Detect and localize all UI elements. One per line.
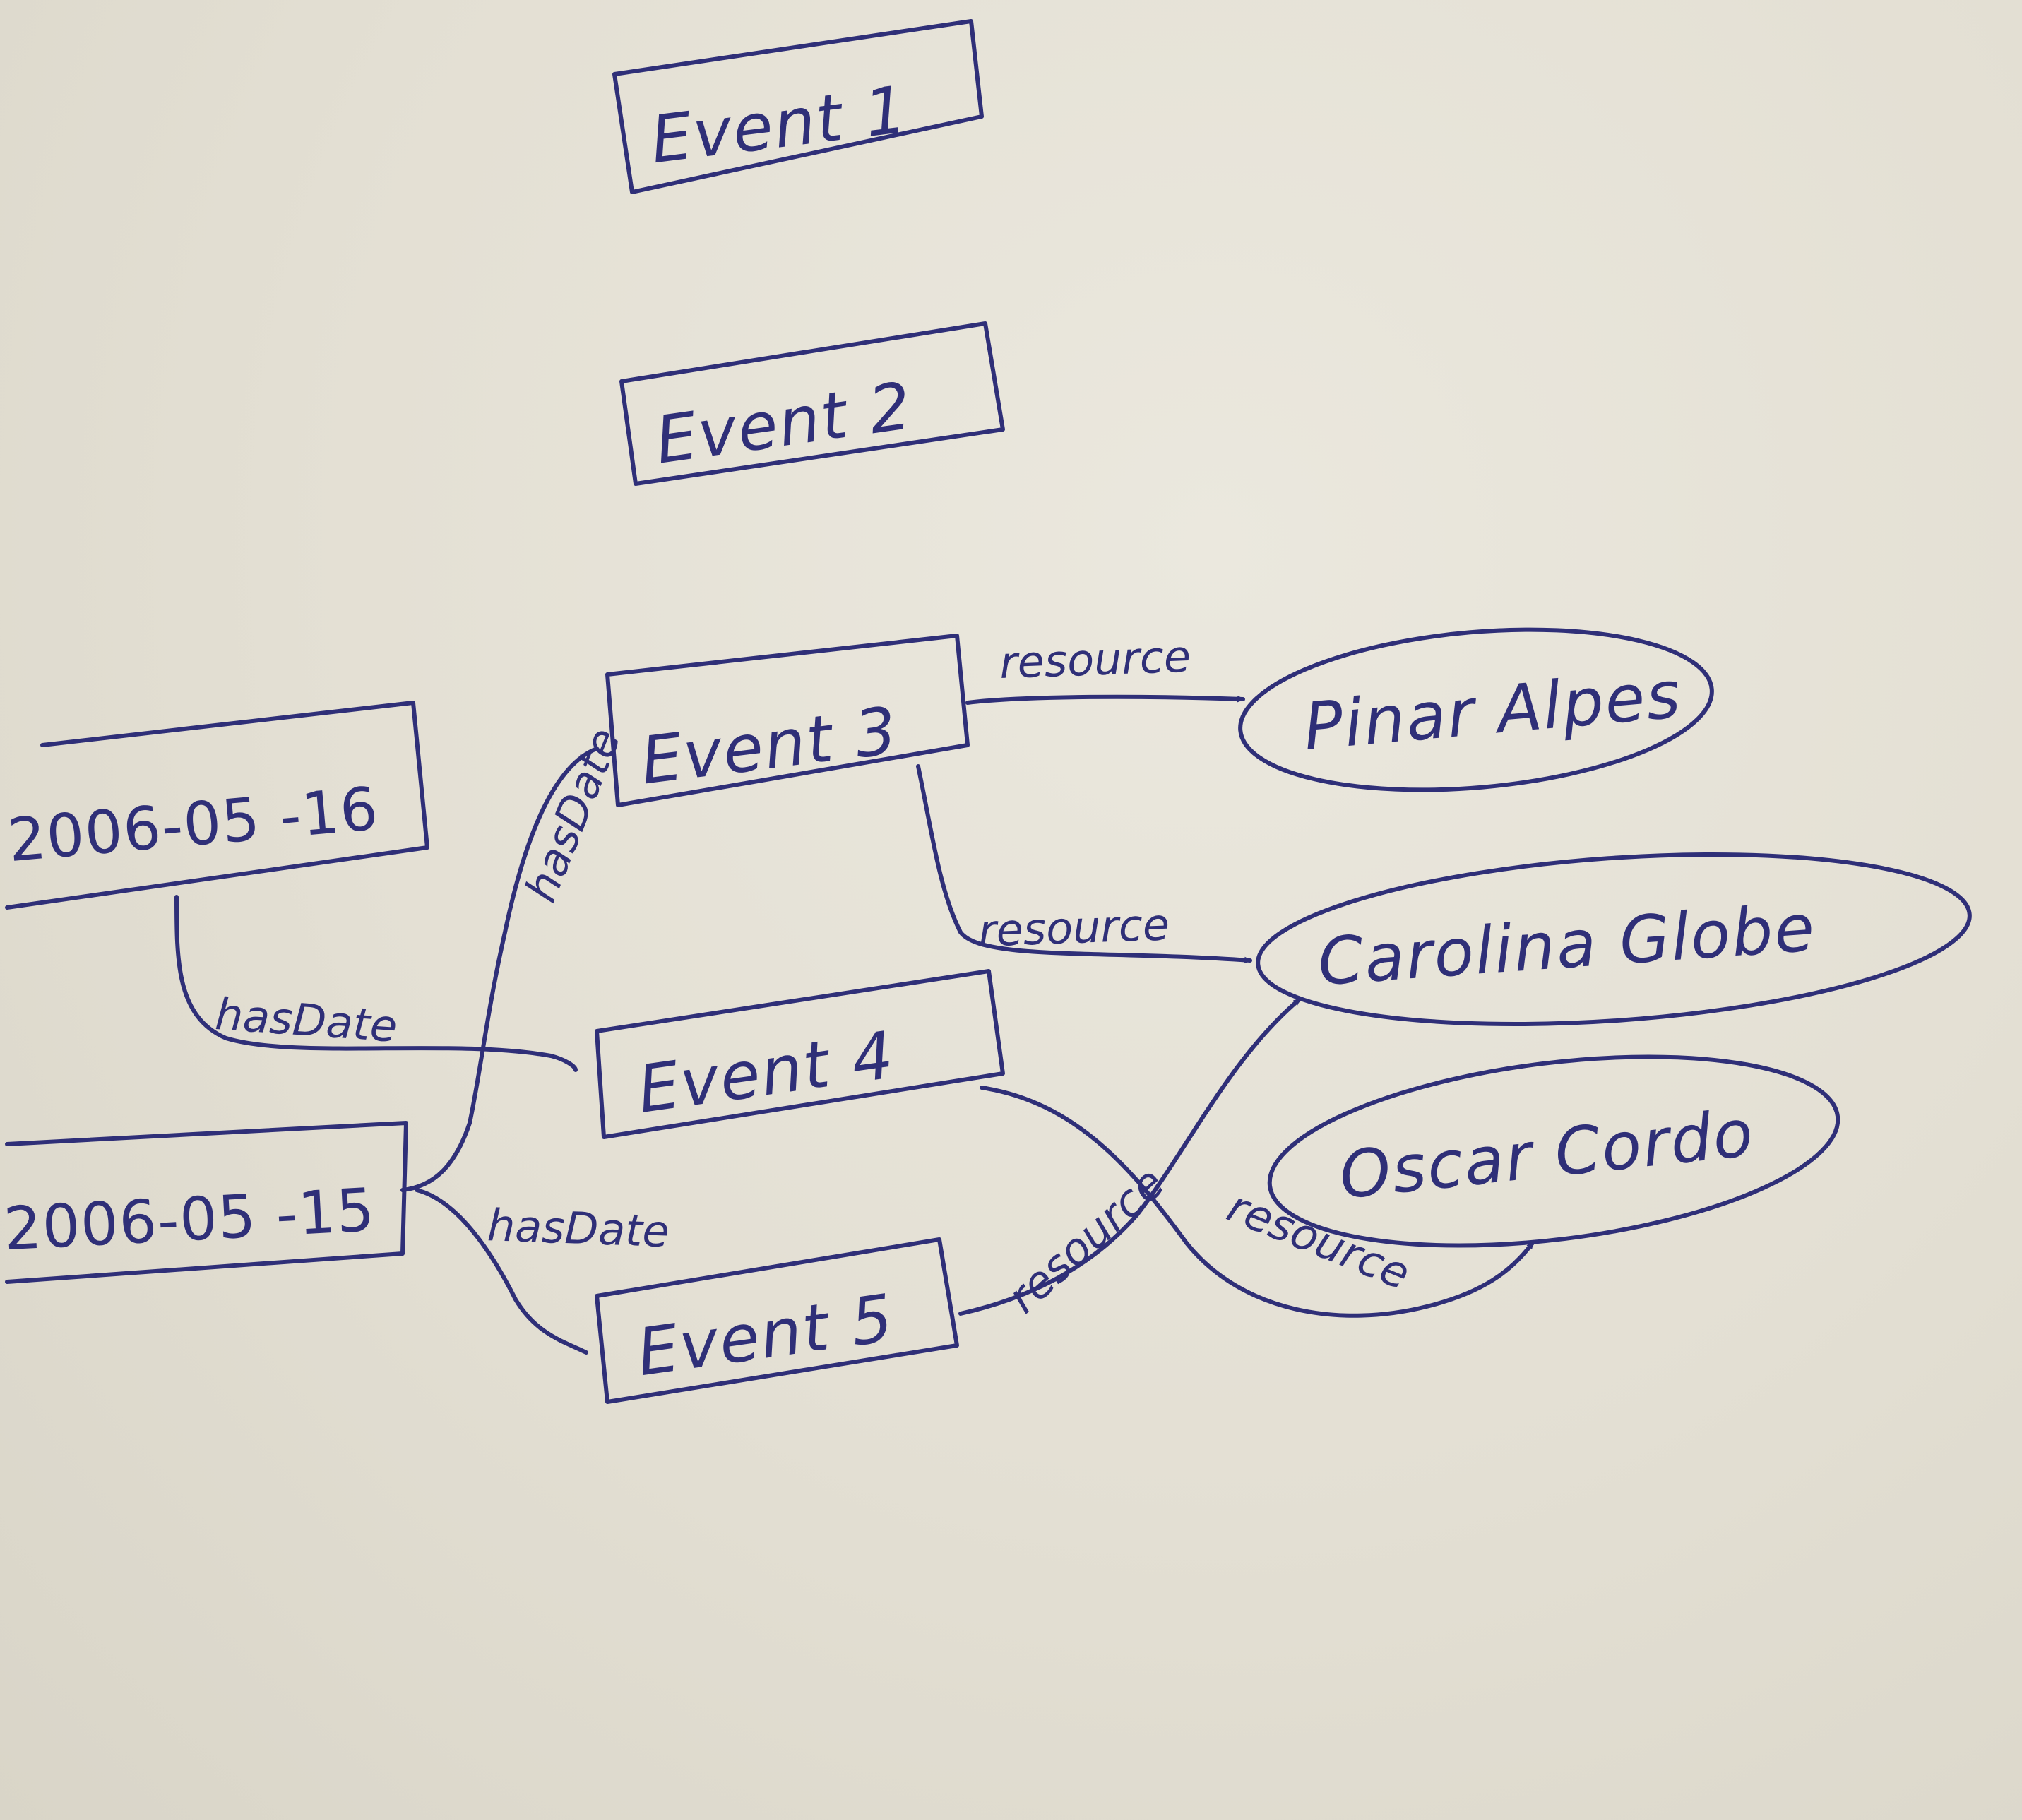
event-5-label: Event 5 xyxy=(633,1280,899,1391)
edge-e3-carolina-label: resource xyxy=(977,898,1170,956)
edge-e4-hasdate-label: hasDate xyxy=(213,988,398,1052)
edge-e4-hasdate xyxy=(174,895,578,1072)
date-2006-05-15-label: 2006-05 -15 xyxy=(2,1175,376,1263)
event-1-label: Event 1 xyxy=(646,71,912,178)
event-3-label: Event 3 xyxy=(637,693,903,799)
event-5-node: Event 5 xyxy=(595,1237,959,1404)
carolina-globe-label: Carolina Globe xyxy=(1316,890,1819,1000)
pinar-alpes-label: Pinar Alpes xyxy=(1301,657,1685,765)
edge-e5-hasdate-label: hasDate xyxy=(487,1199,670,1257)
event-4-node: Event 4 xyxy=(595,969,1005,1139)
edge-e5-hasdate xyxy=(415,1188,588,1355)
oscar-cordo-label: Oscar Cordo xyxy=(1336,1095,1757,1214)
edge-e3-pinar-label: resource xyxy=(999,631,1191,689)
edge-e5-carolina-label: resource xyxy=(997,1157,1174,1324)
edge-e5-carolina xyxy=(958,997,1302,1316)
pinar-alpes-node: Pinar Alpes xyxy=(1238,627,1714,792)
date-2006-05-15-node: 2006-05 -15 xyxy=(2,1121,408,1284)
event-1-node: Event 1 xyxy=(612,19,984,194)
event-3-node: Event 3 xyxy=(605,634,970,807)
carolina-globe-node: Carolina Globe xyxy=(1256,852,1972,1027)
date-2006-05-16-label: 2006-05 -16 xyxy=(5,774,381,875)
edge-e3-pinar xyxy=(965,694,1245,705)
edge-e3-hasdate-label: hasDate xyxy=(515,721,631,909)
event-2-node: Event 2 xyxy=(619,321,1005,486)
edge-e3-hasdate xyxy=(400,747,599,1192)
date-2006-05-16-node: 2006-05 -16 xyxy=(5,701,429,910)
edge-e4-oscar xyxy=(980,1086,1535,1318)
edge-e3-carolina xyxy=(916,764,1252,960)
